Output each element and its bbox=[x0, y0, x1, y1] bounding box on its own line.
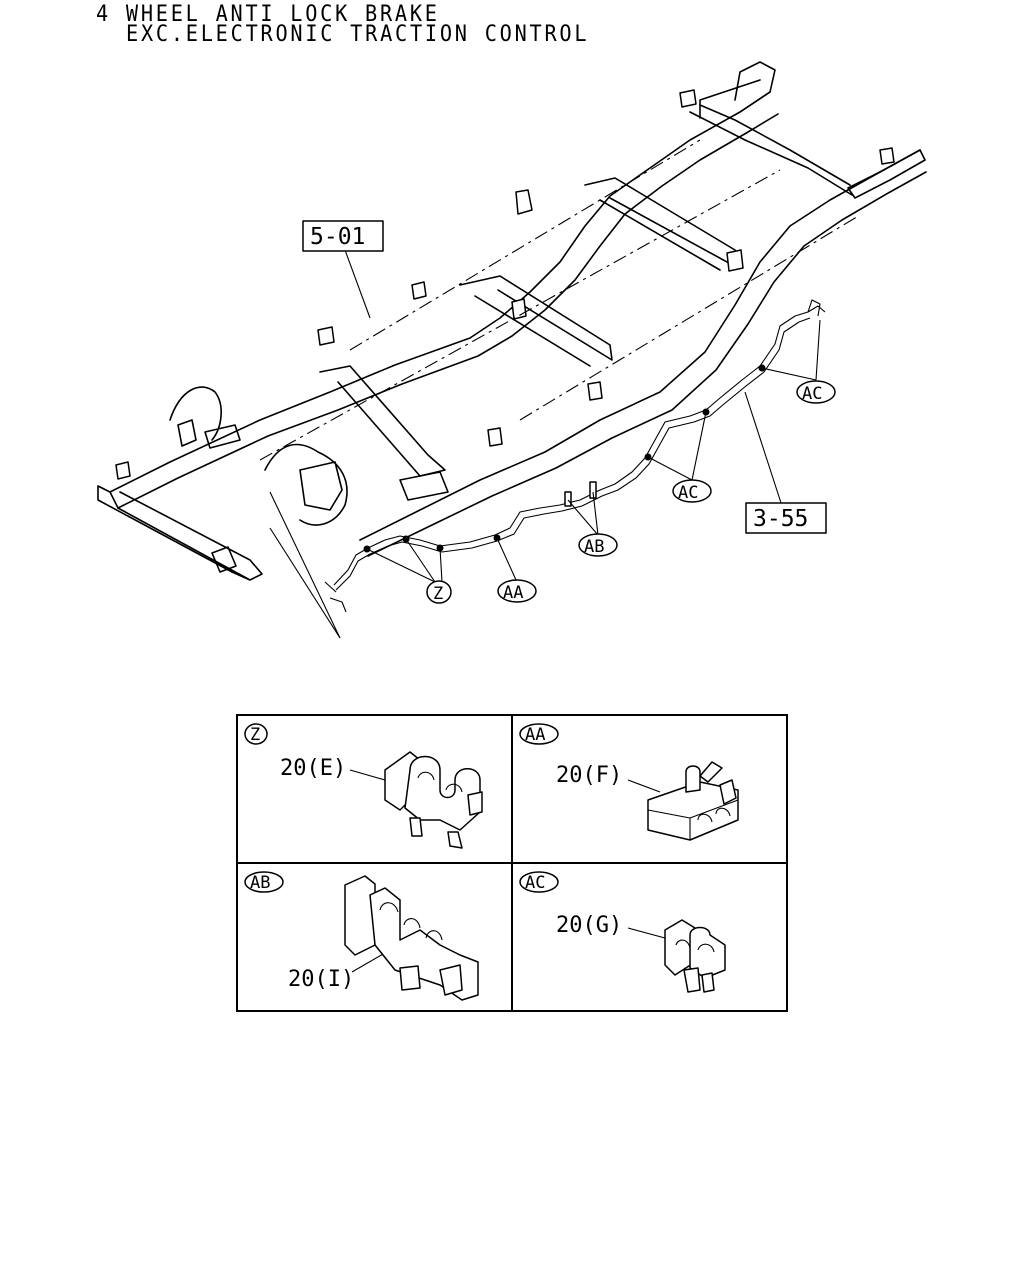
leader-lines bbox=[269, 249, 821, 639]
clip-20g-illustration bbox=[664, 919, 726, 993]
svg-text:AA: AA bbox=[503, 583, 523, 603]
frame-crossmember-2 bbox=[459, 275, 613, 367]
callout-harness-label: 3-55 bbox=[753, 506, 808, 532]
frame-right-rail bbox=[359, 149, 927, 557]
detail-panel-ab: AB 20(I) bbox=[244, 871, 479, 1001]
location-tag-aa: AA bbox=[497, 579, 537, 603]
svg-text:AC: AC bbox=[802, 384, 822, 404]
location-tag-ac-1: AC bbox=[672, 479, 712, 503]
chassis-frame-illustration bbox=[97, 61, 927, 581]
callout-frame: 5-01 bbox=[302, 220, 384, 252]
svg-text:Z: Z bbox=[433, 584, 443, 604]
frame-front-crossmember bbox=[699, 61, 926, 199]
diagram-title-line-2: EXC.ELECTRONIC TRACTION CONTROL bbox=[126, 22, 590, 47]
frame-left-rail bbox=[109, 91, 779, 509]
detail-panel-z-tag: Z bbox=[250, 725, 260, 745]
detail-panel-ac: AC 20(G) bbox=[519, 871, 726, 993]
detail-panel-z: Z 20(E) bbox=[244, 723, 483, 849]
clip-20e-illustration bbox=[384, 751, 483, 849]
detail-panel-aa-tag: AA bbox=[525, 725, 545, 745]
detail-panel-grid bbox=[236, 714, 788, 1012]
detail-panel-ab-tag: AB bbox=[250, 873, 270, 893]
diagram-title-line-1: 4 WHEEL ANTI LOCK BRAKE bbox=[96, 2, 440, 27]
frame-rear-kickup bbox=[169, 386, 348, 526]
frame-crossmember-1 bbox=[584, 177, 739, 271]
clip-20f-illustration bbox=[647, 761, 739, 841]
location-tag-ab: AB bbox=[578, 533, 618, 557]
location-tag-ac-2: AC bbox=[796, 380, 836, 404]
detail-panel-ab-part-label: 20(I) bbox=[288, 967, 354, 992]
frame-rear-crossmember bbox=[97, 485, 263, 581]
callout-harness: 3-55 bbox=[745, 502, 827, 534]
svg-text:AB: AB bbox=[584, 537, 604, 557]
callout-frame-label: 5-01 bbox=[310, 224, 365, 250]
detail-panel-z-part-label: 20(E) bbox=[280, 756, 346, 781]
detail-panel-aa-part-label: 20(F) bbox=[556, 763, 622, 788]
clip-20i-illustration bbox=[344, 875, 479, 1001]
svg-text:AC: AC bbox=[678, 483, 698, 503]
frame-crossmember-3 bbox=[319, 365, 446, 477]
detail-panel-aa: AA 20(F) bbox=[519, 723, 739, 841]
detail-panel-ac-tag: AC bbox=[525, 873, 545, 893]
location-tag-z: Z bbox=[426, 580, 452, 604]
detail-panel-ac-part-label: 20(G) bbox=[556, 913, 622, 938]
